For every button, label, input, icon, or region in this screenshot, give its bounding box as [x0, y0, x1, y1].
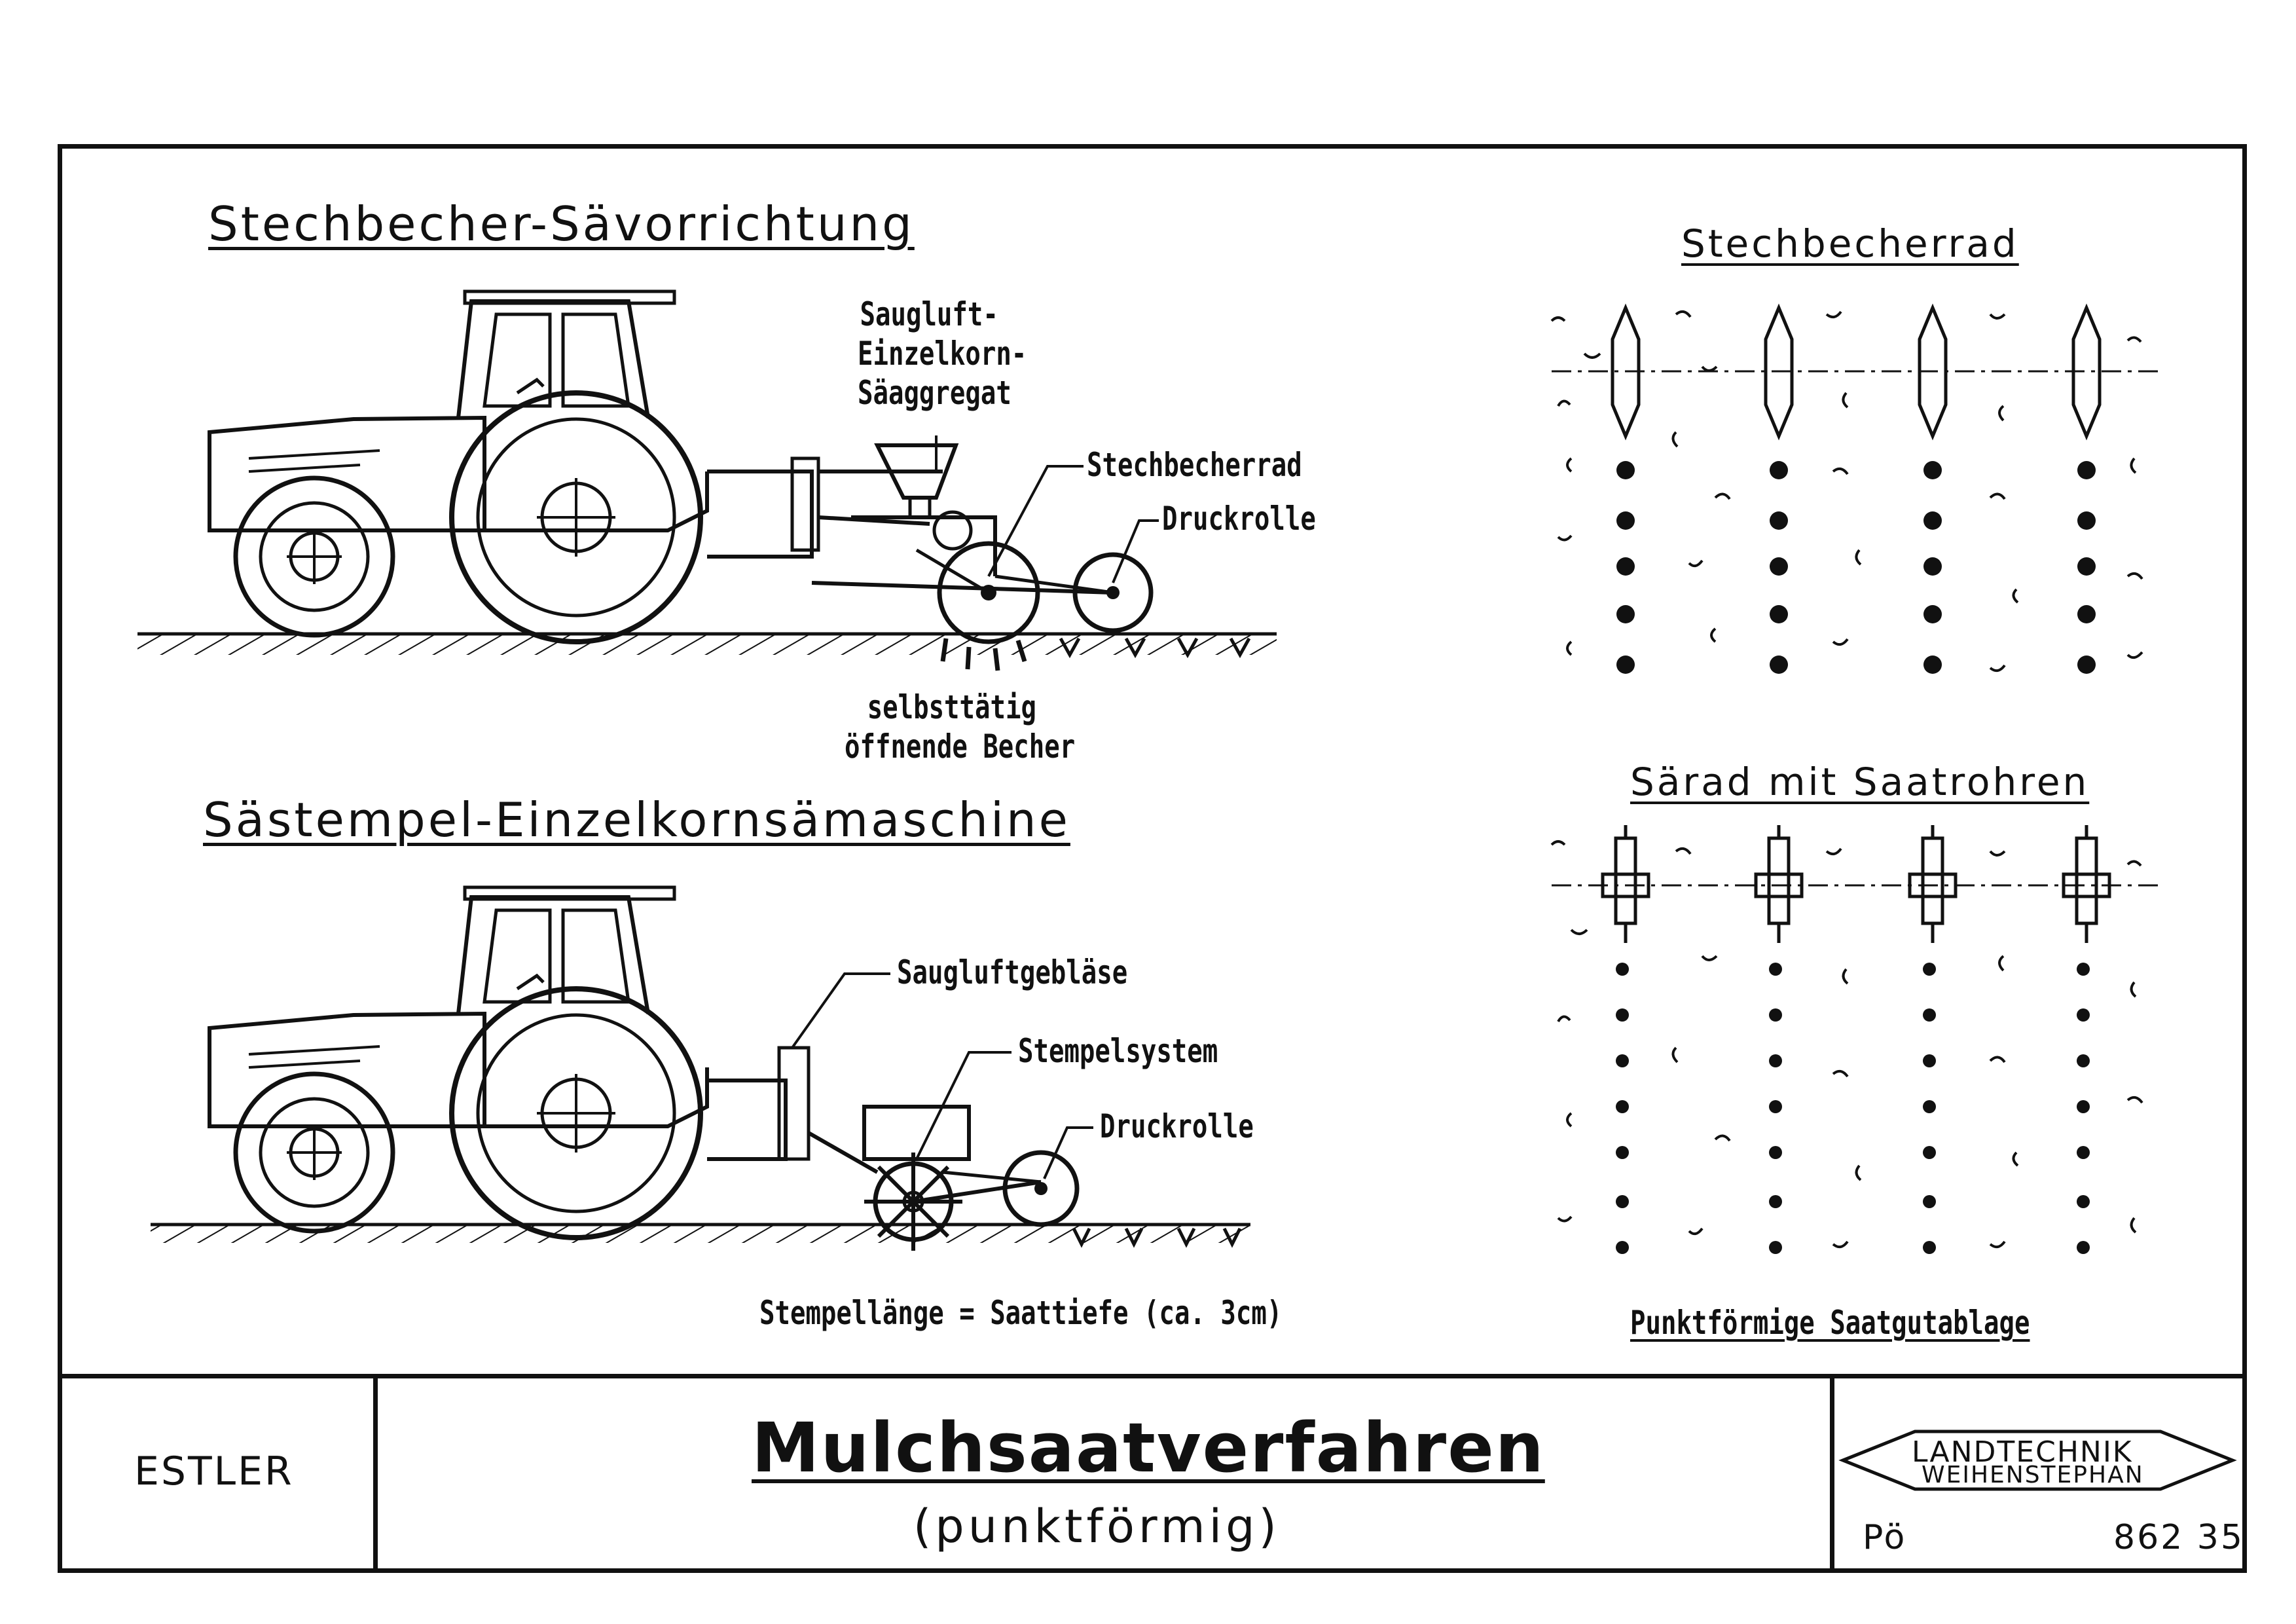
label-becher-line-2: öffnende Becher [845, 728, 1076, 766]
drawing-number: 862 35 [2113, 1518, 2244, 1557]
stechbecherrad-panel-title: Stechbecherrad [1681, 221, 2019, 266]
stechbecherrad-plan [1550, 303, 2160, 674]
label-stechbecherrad: Stechbecherrad [1087, 446, 1302, 484]
label-stempelsystem: Stempelsystem [1018, 1032, 1218, 1070]
saerad-panel-title: Särad mit Saatrohren [1630, 760, 2090, 804]
bottom-diagram-title: Sästempel-Einzelkornsämaschine [203, 792, 1070, 847]
label-aggregat-line-3: Säaggregat [858, 374, 1011, 412]
top-leader-lines [935, 435, 1159, 583]
bottom-ground [151, 1223, 1250, 1248]
author-name: ESTLER [134, 1449, 294, 1494]
logo-text-weihenstephan: WEIHENSTEPHAN [1922, 1462, 2144, 1488]
top-diagram-title: Stechbecher-Sävorrichtung [208, 196, 915, 251]
label-druckrolle-top: Druckrolle [1162, 500, 1316, 538]
drawing-title: Mulchsaatverfahren [752, 1408, 1545, 1488]
saerad-plan [1550, 825, 2160, 1254]
outer-frame [58, 144, 2247, 1573]
landtechnik-logo-shape [1838, 1430, 2237, 1491]
label-aggregat: Saugluft- Einzelkorn- Säaggregat [858, 295, 1027, 413]
saatgutablage-caption: Punktförmige Saatgutablage [1630, 1304, 2030, 1342]
bottom-leader-lines [791, 972, 1093, 1179]
label-aggregat-line-2: Einzelkorn- [858, 335, 1027, 373]
label-becher-line-1: selbsttätig [867, 688, 1036, 726]
title-block-divider-left [373, 1374, 378, 1573]
logo-text-landtechnik: LANDTECHNIK [1912, 1435, 2133, 1469]
label-stempellaenge-note: Stempellänge = Saattiefe (ca. 3cm) [759, 1294, 1283, 1332]
label-saugluftgeblaese: Saugluftgebläse [897, 953, 1128, 991]
label-druckrolle-bottom: Druckrolle [1100, 1107, 1254, 1145]
initials: Pö [1863, 1518, 1907, 1557]
drawing-subtitle: (punktförmig) [913, 1500, 1281, 1553]
title-block-divider-right [1830, 1374, 1834, 1573]
label-aggregat-line-1: Saugluft- [860, 295, 998, 333]
label-becher: selbsttätig öffnende Becher [845, 688, 1076, 766]
title-block-top-rule [58, 1374, 2247, 1378]
top-ground [137, 632, 1277, 659]
